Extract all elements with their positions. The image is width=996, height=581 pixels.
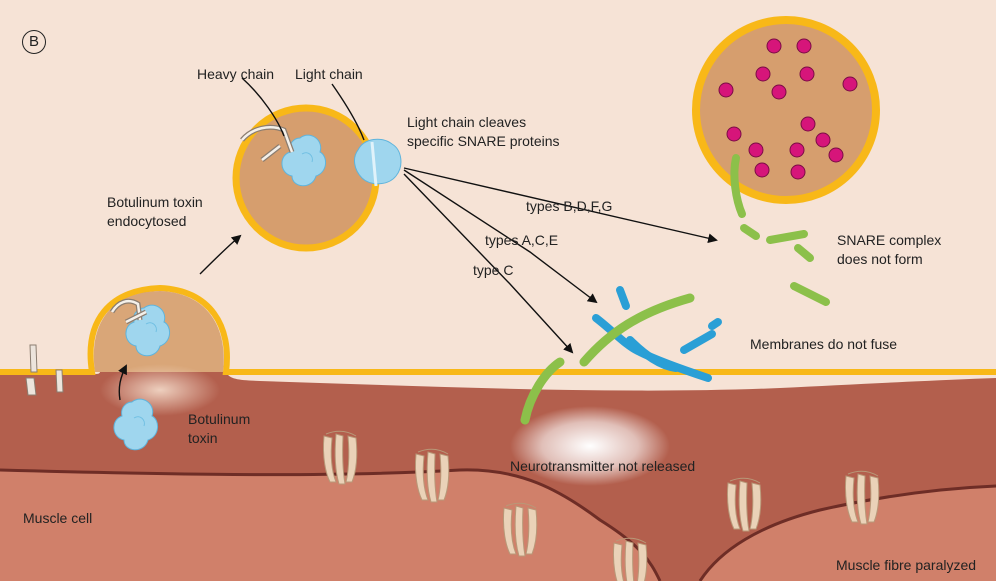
- light-chain-icon: [354, 138, 402, 187]
- muscle-fibre-right: [700, 486, 996, 581]
- muscle-cell-label: Muscle cell: [23, 510, 93, 526]
- light-chain-cleaves-line1: Light chain cleaves: [407, 114, 527, 130]
- membranes-label: Membranes do not fuse: [750, 336, 898, 352]
- receptor-icon: [844, 470, 880, 525]
- heavy-chain-label: Heavy chain: [197, 66, 275, 82]
- receptor-icon: [414, 448, 450, 503]
- light-chain-cleaves-line2: specific SNARE proteins: [407, 133, 560, 149]
- neurotransmitter-dot-icon: [718, 38, 858, 180]
- neurotransmitter-label: Neurotransmitter not released: [510, 458, 696, 474]
- presynaptic-membrane: [0, 284, 996, 375]
- endocytosed-label-line2: endocytosed: [107, 213, 187, 229]
- receptor-icon: [726, 477, 762, 532]
- membrane-snare-left: [25, 344, 64, 396]
- snare-no-form-line1: SNARE complex: [837, 232, 942, 248]
- snare-proteins: [520, 286, 722, 425]
- release-site-glow: [510, 406, 670, 486]
- light-chain-label: Light chain: [295, 66, 363, 82]
- types-bdfg-label: types B,D,F,G: [526, 198, 613, 214]
- toxin-label-line1: Botulinum: [188, 411, 251, 427]
- endocytosed-label-line1: Botulinum toxin: [107, 194, 203, 210]
- type-c-label: type C: [473, 262, 514, 278]
- paralyzed-label: Muscle fibre paralyzed: [836, 557, 977, 573]
- receptor-icon: [612, 537, 648, 581]
- receptor-icon: [322, 430, 358, 485]
- arrows: [118, 77, 718, 401]
- toxin-label-line2: toxin: [188, 430, 218, 446]
- snare-no-form-line2: does not form: [837, 251, 923, 267]
- panel-label: B: [22, 30, 46, 54]
- cleaved-snare-fragments: [730, 154, 830, 306]
- muscle-fibre: [0, 469, 660, 581]
- synaptic-vesicle: [692, 16, 880, 204]
- types-ace-label: types A,C,E: [485, 232, 559, 248]
- receptor-icon: [502, 502, 538, 557]
